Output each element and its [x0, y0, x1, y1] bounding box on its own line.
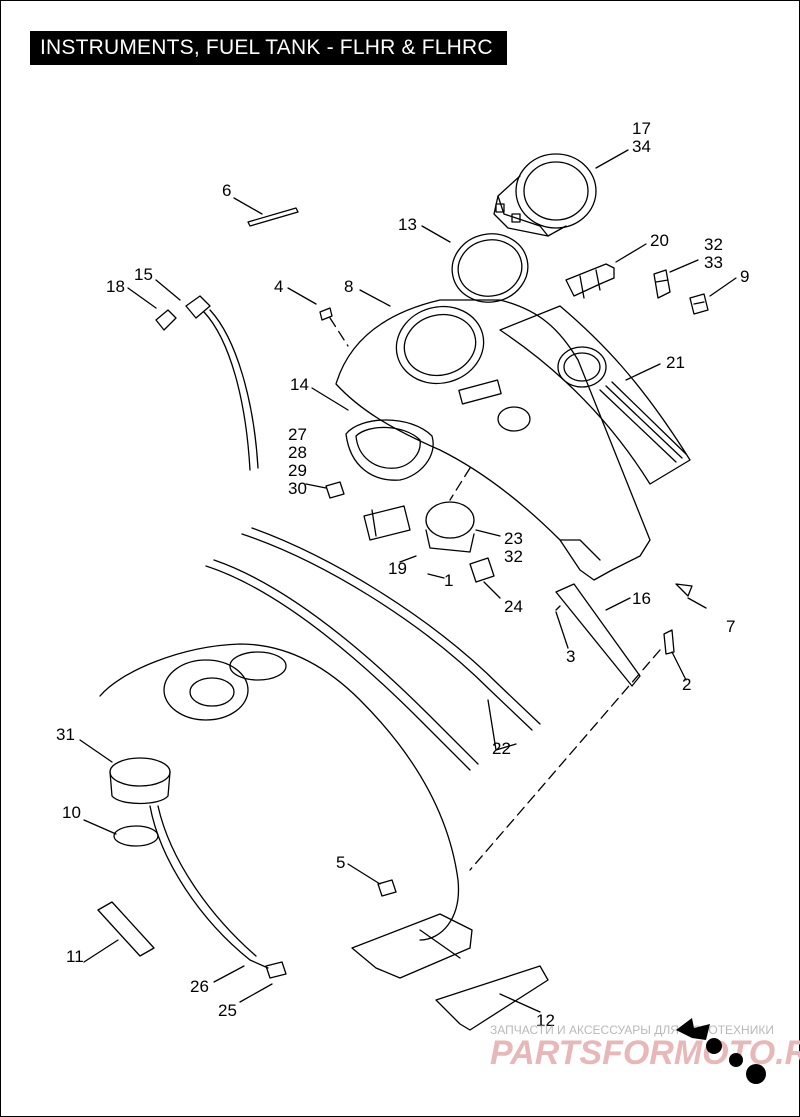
- console-part: [335, 299, 651, 581]
- callout-14: 14: [290, 375, 309, 394]
- screw-part: [319, 307, 333, 321]
- callout-32-middle: 32: [504, 547, 523, 566]
- callout-28: 28: [288, 443, 307, 462]
- sleeve-part: [97, 901, 155, 957]
- diagram-title: INSTRUMENTS, FUEL TANK - FLHR & FLHRC: [30, 31, 507, 65]
- callout-26: 26: [190, 977, 209, 996]
- callout-3: 3: [566, 647, 575, 666]
- connector-part: [325, 481, 345, 499]
- lower-bracket-part: [351, 913, 473, 979]
- callout-labels: 17 34 6 13 20 32 33 9 15 18 4 8 21 14 27…: [56, 119, 749, 1030]
- callout-10: 10: [62, 803, 81, 822]
- callout-11: 11: [66, 947, 84, 966]
- assembly-lines: [329, 317, 661, 871]
- callout-19: 19: [388, 559, 407, 578]
- callout-18: 18: [106, 277, 125, 296]
- watermark: ЗАПЧАСТИ И АКСЕССУАРЫ ДЛЯ МОТОТЕХНИКИ PA…: [490, 1018, 800, 1084]
- callout-24: 24: [504, 597, 523, 616]
- callout-5: 5: [336, 853, 345, 872]
- o-ring-part: [113, 825, 159, 847]
- bracket-part: [565, 263, 615, 299]
- callout-17: 17: [632, 119, 651, 138]
- callout-25: 25: [218, 1001, 237, 1020]
- switch-cover-part: [689, 293, 709, 315]
- terminal-part: [265, 961, 287, 979]
- callout-12: 12: [536, 1011, 555, 1030]
- callout-27: 27: [288, 425, 307, 444]
- callout-20: 20: [650, 231, 669, 250]
- callout-21: 21: [666, 353, 685, 372]
- callout-23: 23: [504, 529, 523, 548]
- callout-32-top: 32: [704, 235, 723, 254]
- callout-1: 1: [444, 571, 453, 590]
- callout-8: 8: [344, 277, 353, 296]
- fuel-gauge-part: [109, 757, 171, 805]
- module-part: [363, 505, 411, 541]
- switch-part: [653, 269, 671, 299]
- speedometer-part: [493, 153, 597, 237]
- callout-31: 31: [56, 725, 75, 744]
- clip-nut-part: [377, 879, 397, 897]
- weather-strip-part: [205, 527, 541, 771]
- callout-33: 33: [704, 253, 723, 272]
- callout-16: 16: [632, 589, 651, 608]
- callout-7: 7: [726, 617, 735, 636]
- mounting-bracket-part: [555, 583, 641, 687]
- gauge-assembly-part: [425, 501, 475, 553]
- pin-part: [247, 207, 299, 227]
- callout-34: 34: [632, 137, 651, 156]
- trim-ring-part: [451, 233, 529, 303]
- clip-part: [469, 557, 495, 583]
- callout-6: 6: [222, 181, 231, 200]
- wire-harness-part: [149, 805, 269, 969]
- bracket-lower-part: [435, 965, 549, 1031]
- clip-small-part: [675, 583, 693, 597]
- bolt-part: [663, 629, 675, 655]
- watermark-brand: PARTSFORMOTO.RU: [490, 1034, 800, 1072]
- callout-22: 22: [492, 739, 511, 758]
- callout-15: 15: [134, 265, 153, 284]
- instrument-bracket-part: [345, 419, 434, 481]
- sensor-part: [155, 295, 259, 471]
- callout-4: 4: [274, 277, 283, 296]
- callout-30: 30: [288, 479, 307, 498]
- callout-2: 2: [682, 675, 691, 694]
- callout-9: 9: [740, 267, 749, 286]
- callout-13: 13: [398, 215, 417, 234]
- arrow-logo-icon: [676, 1018, 766, 1084]
- fuel-pump-assembly: [99, 643, 460, 941]
- console-panel-part: [499, 305, 691, 485]
- leader-lines: [79, 149, 737, 1013]
- callout-29: 29: [288, 461, 307, 480]
